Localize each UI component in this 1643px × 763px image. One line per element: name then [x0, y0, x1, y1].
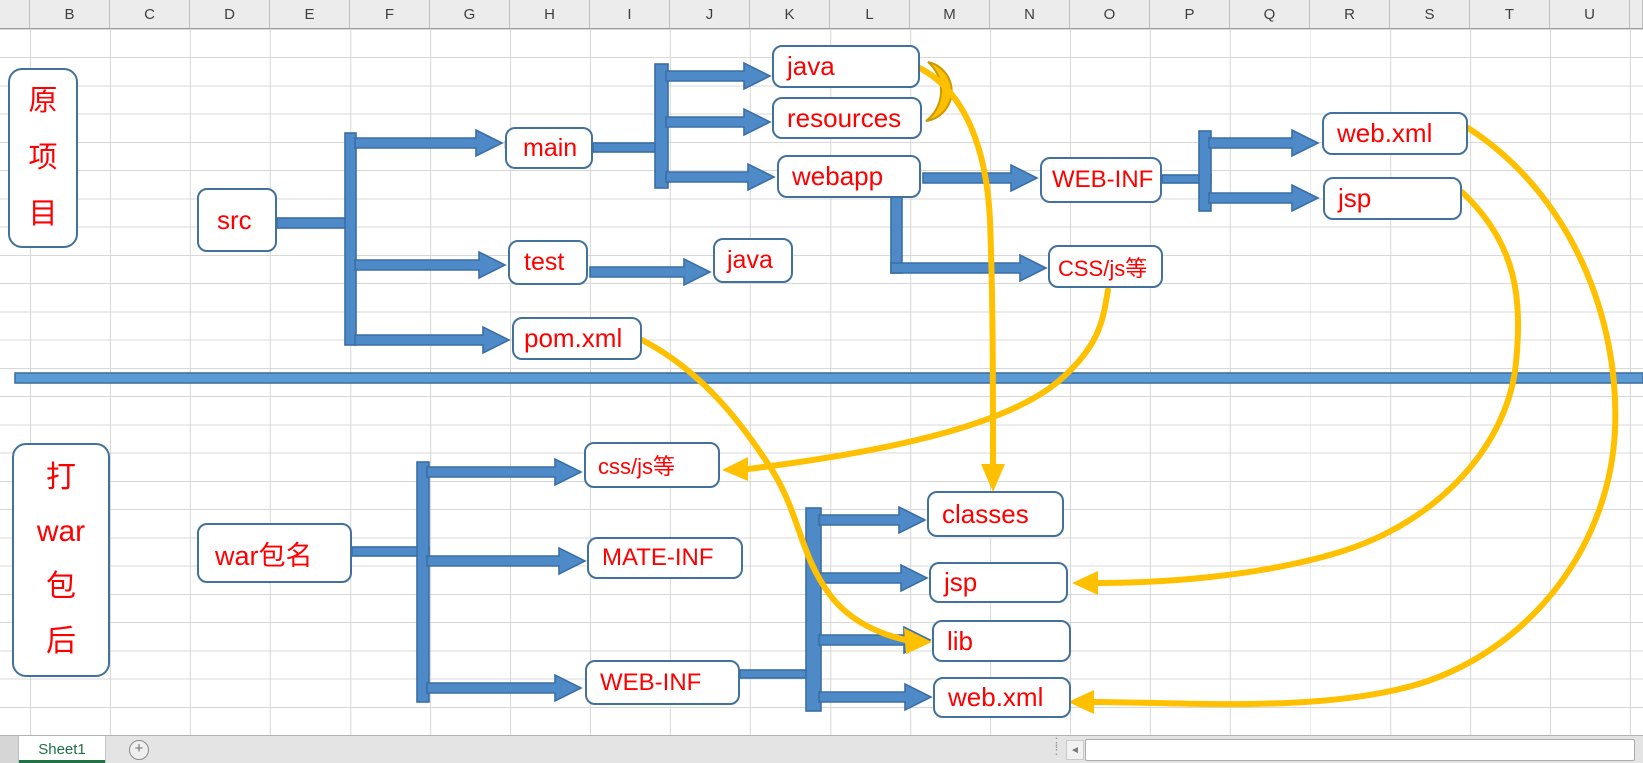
- node-pom[interactable]: pom.xml: [512, 317, 642, 360]
- yellow-curves[interactable]: [639, 59, 1619, 708]
- node-main[interactable]: main: [505, 127, 593, 169]
- column-header[interactable]: G: [430, 0, 510, 28]
- node-css-top[interactable]: CSS/js等: [1048, 245, 1163, 288]
- arrow-src-pom[interactable]: [354, 325, 511, 355]
- arrow-main-resources[interactable]: [665, 107, 772, 137]
- arrowhead-webxml[interactable]: [1068, 690, 1094, 714]
- curve-webxml-to-webxml[interactable]: [1091, 125, 1619, 708]
- sheet-tab-active[interactable]: Sheet1: [19, 736, 106, 763]
- connector-webapp-down[interactable]: [890, 196, 903, 274]
- column-header[interactable]: B: [30, 0, 110, 28]
- column-header[interactable]: M: [910, 0, 990, 28]
- column-headers: B C D E F G H I J K L M N O P Q R S T U: [0, 0, 1643, 29]
- active-tab-underline: [19, 760, 105, 763]
- column-header[interactable]: D: [190, 0, 270, 28]
- node-webinf-bottom[interactable]: WEB-INF: [585, 660, 740, 705]
- column-header[interactable]: O: [1070, 0, 1150, 28]
- arrow-war-css[interactable]: [426, 457, 583, 487]
- node-webxml-bottom[interactable]: web.xml: [933, 677, 1071, 718]
- column-header[interactable]: P: [1150, 0, 1230, 28]
- drag-handle-icon[interactable]: ⋮ ⋮: [1050, 735, 1063, 757]
- node-java-test[interactable]: java: [713, 238, 793, 283]
- connector-war-trunk[interactable]: [416, 461, 430, 703]
- tab-scroll-area[interactable]: [0, 736, 19, 763]
- connector-src-trunk[interactable]: [344, 132, 357, 346]
- sheet-tab-bar: Sheet1 + ⋮ ⋮ ◄: [0, 735, 1643, 763]
- column-header[interactable]: U: [1550, 0, 1630, 28]
- node-jsp-top[interactable]: jsp: [1323, 177, 1462, 220]
- arrow-webapp-css[interactable]: [890, 253, 1048, 283]
- add-sheet-icon[interactable]: +: [129, 740, 149, 760]
- arrow-war-webinf[interactable]: [426, 673, 583, 703]
- arrowhead-jsp[interactable]: [1072, 571, 1098, 595]
- node-src[interactable]: src: [197, 188, 277, 252]
- connector-src-stub[interactable]: [276, 217, 351, 229]
- arrow-main-java[interactable]: [665, 61, 772, 91]
- sheet-tab-label: Sheet1: [38, 741, 86, 758]
- arrow-war-mateinf[interactable]: [426, 546, 587, 576]
- connector-main-stub[interactable]: [592, 142, 658, 153]
- arrow-webapp-webinf[interactable]: [922, 163, 1039, 193]
- arrow-src-test[interactable]: [354, 250, 507, 280]
- arrow-src-main[interactable]: [354, 128, 504, 158]
- column-header[interactable]: L: [830, 0, 910, 28]
- node-webinf-top[interactable]: WEB-INF: [1040, 157, 1162, 203]
- yellow-arrowheads[interactable]: [722, 457, 1098, 714]
- node-java-top[interactable]: java: [772, 45, 920, 88]
- node-webapp[interactable]: webapp: [777, 155, 921, 198]
- curve-pom-to-lib[interactable]: [639, 337, 909, 643]
- column-header[interactable]: Q: [1230, 0, 1310, 28]
- node-jsp-bottom[interactable]: jsp: [929, 562, 1068, 603]
- legend-original-project[interactable]: 原 项 目: [8, 68, 78, 248]
- connector-webinfb-trunk[interactable]: [805, 507, 822, 712]
- column-header[interactable]: F: [350, 0, 430, 28]
- column-header[interactable]: H: [510, 0, 590, 28]
- column-header[interactable]: S: [1390, 0, 1470, 28]
- node-lib[interactable]: lib: [932, 620, 1071, 662]
- arrow-main-webapp[interactable]: [665, 162, 776, 192]
- curve-java-to-classes[interactable]: [902, 59, 996, 469]
- diagram-canvas: [14, 59, 1643, 714]
- arrow-webinfb-webxml[interactable]: [818, 682, 933, 712]
- column-header-corner[interactable]: [0, 0, 30, 28]
- arrow-webinfb-jsp[interactable]: [818, 563, 929, 593]
- column-header[interactable]: E: [270, 0, 350, 28]
- node-webxml-top[interactable]: web.xml: [1322, 112, 1468, 155]
- arrow-webinf-jsp[interactable]: [1208, 183, 1320, 213]
- node-resources[interactable]: resources: [772, 97, 922, 139]
- blue-connectors[interactable]: [276, 61, 1320, 712]
- node-mateinf[interactable]: MATE-INF: [587, 537, 743, 579]
- arrowhead-classes[interactable]: [981, 464, 1005, 492]
- arrowhead-lib[interactable]: [904, 628, 932, 654]
- column-header[interactable]: R: [1310, 0, 1390, 28]
- node-classes[interactable]: classes: [927, 491, 1064, 537]
- column-header[interactable]: C: [110, 0, 190, 28]
- column-header[interactable]: J: [670, 0, 750, 28]
- node-war-name[interactable]: war包名: [197, 523, 352, 583]
- horizontal-scrollbar[interactable]: [1085, 739, 1635, 761]
- arrow-webinf-webxml[interactable]: [1208, 128, 1320, 158]
- column-header[interactable]: T: [1470, 0, 1550, 28]
- curve-jsp-to-jsp[interactable]: [1095, 189, 1522, 586]
- column-header[interactable]: N: [990, 0, 1070, 28]
- connector-webinfb-stub[interactable]: [739, 669, 811, 679]
- node-css-bottom[interactable]: css/js等: [584, 442, 720, 488]
- connector-webinf-trunk[interactable]: [1198, 130, 1212, 212]
- node-test[interactable]: test: [508, 240, 588, 285]
- scroll-left-icon[interactable]: ◄: [1066, 740, 1084, 760]
- column-header[interactable]: I: [590, 0, 670, 28]
- curve-css-to-css[interactable]: [745, 287, 1111, 472]
- arrowhead-css[interactable]: [722, 457, 748, 481]
- arrow-webinfb-classes[interactable]: [818, 505, 927, 535]
- section-divider[interactable]: [14, 372, 1643, 384]
- arrow-test-java[interactable]: [589, 257, 712, 287]
- legend-after-war[interactable]: 打 war 包 后: [12, 443, 110, 677]
- column-header[interactable]: K: [750, 0, 830, 28]
